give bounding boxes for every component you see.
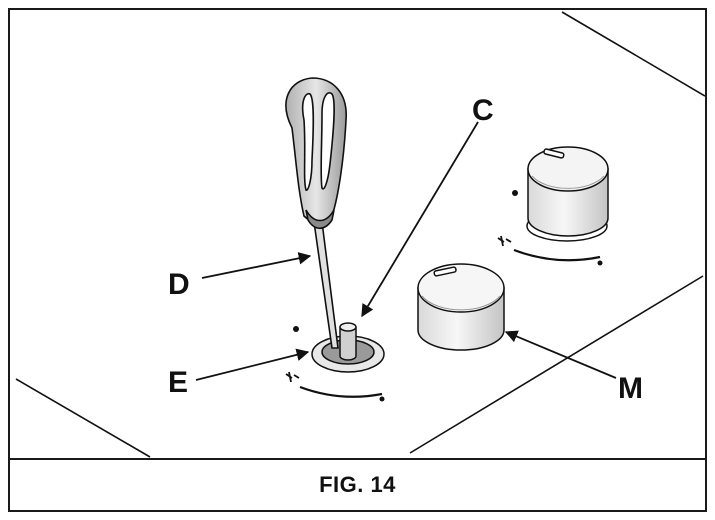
figure-caption: FIG. 14 [319,472,396,497]
screwdriver-grip-left [301,92,315,191]
leader-d [201,252,312,279]
callout-leaders [195,121,617,381]
panel-edge-left [15,378,151,458]
knob-m [417,263,505,351]
knob-m-top [417,263,505,313]
callout-e: E [168,366,188,399]
upper-knob-flame-symbol [497,235,512,247]
leader-m [504,330,617,379]
screwdriver [285,77,347,349]
screwdriver-shaft [313,221,339,349]
valve-scale-dot [379,396,385,402]
screwdriver-handle [285,77,347,223]
spindle-body [339,327,357,361]
figure-illustration: C D E M [15,11,705,458]
figure-frame: C D E M FIG. 14 [8,8,707,512]
upper-knob-dot [512,190,518,196]
upper-knob-scale-dot [597,260,603,266]
spindle-c [339,322,357,361]
valve-flame-symbol [285,371,300,383]
upper-knob-top [527,146,609,192]
upper-knob-indicator [543,148,565,159]
upper-knob-scale [513,248,601,262]
panel-edge-lines [15,11,705,458]
caption-bar: FIG. 14 [10,458,705,510]
upper-knob-top-shade [531,175,605,189]
screwdriver-ferrule [305,209,335,230]
panel-edge-right [409,275,704,454]
knob-m-indicator [433,266,457,277]
screwdriver-grip-right [320,92,335,190]
callout-c: C [472,94,494,127]
upper-knob [497,146,609,266]
callout-d: D [168,268,190,301]
spindle-top [339,322,357,332]
knob-m-top-shade [421,295,501,311]
leader-e [195,348,310,381]
valve-dot [293,326,299,332]
leader-c [361,121,479,318]
valve-scale [299,385,383,398]
callout-m: M [618,372,643,405]
panel-edge-top-right [561,11,705,97]
